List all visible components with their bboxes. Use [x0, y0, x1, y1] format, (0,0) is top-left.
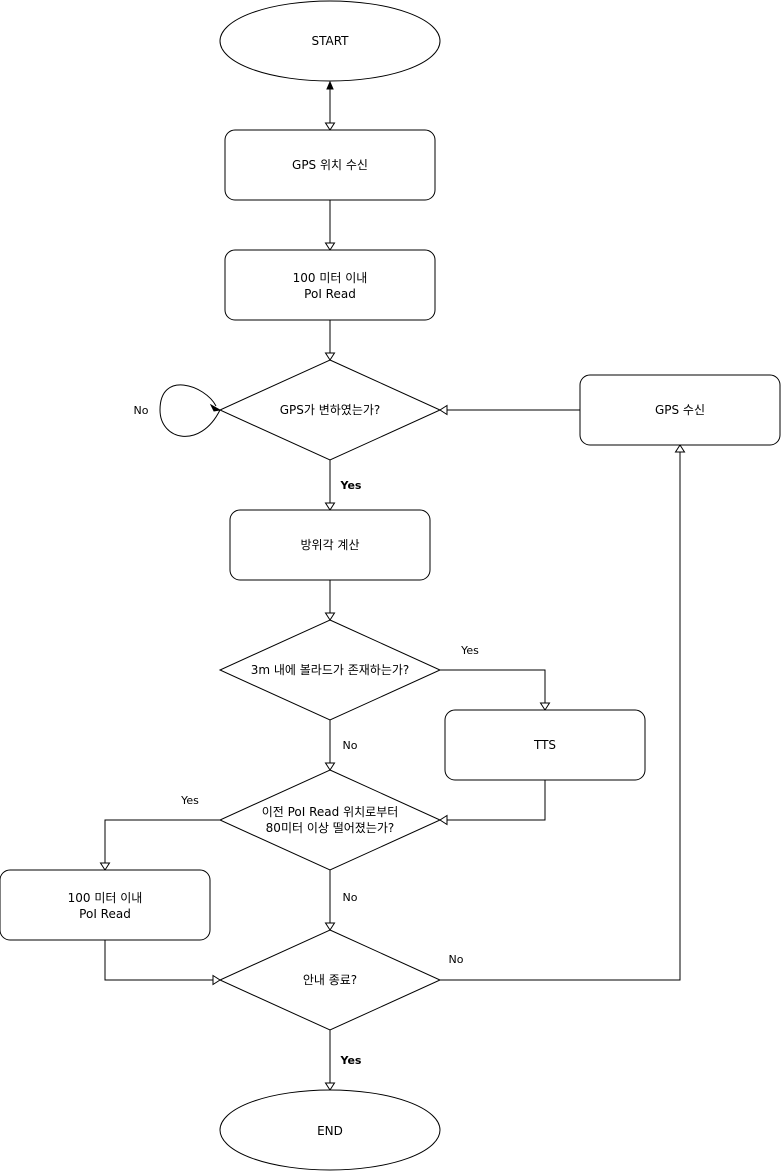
gps-changed-label: GPS가 변하였는가?	[280, 403, 381, 417]
arrowhead-left-distance	[439, 814, 448, 826]
tts-process	[444, 709, 646, 781]
start-terminal	[219, 0, 441, 82]
start-label: START	[311, 34, 349, 48]
gps-receive-label: GPS 수신	[655, 403, 705, 417]
arrowhead-down-bollard	[324, 612, 336, 621]
arrowhead-down-distance	[324, 762, 336, 771]
node-labels: START GPS 위치 수신 100 미터 이내 PoI Read GPS가 …	[68, 34, 705, 1138]
distance-label-line1: 이전 PoI Read 위치로부터	[262, 805, 399, 819]
arrowhead-up-start	[326, 80, 334, 90]
connector-bollard-tts	[440, 669, 546, 704]
arrowhead-down-tts	[539, 702, 551, 711]
arrowhead-down-poiread	[324, 242, 336, 251]
gps-changed-no-label: No	[134, 404, 149, 417]
arrowhead-down-gps	[324, 122, 336, 131]
gps-changed-yes-label: Yes	[340, 479, 362, 492]
connector-no-loop	[159, 384, 221, 437]
gps-position-process	[224, 129, 436, 201]
bollard-no-label: No	[343, 739, 358, 752]
gps-receive-process	[579, 374, 781, 446]
distance-label-line2: 80미터 이상 떨어졌는가?	[266, 821, 395, 835]
azimuth-process	[229, 509, 431, 581]
bollard-label: 3m 내에 볼라드가 존재하는가?	[251, 663, 410, 677]
arrowhead-down-gpschanged	[324, 352, 336, 361]
arrowheads	[99, 80, 686, 1091]
bollard-decision	[218, 619, 442, 721]
tts-label: TTS	[533, 738, 556, 752]
bollard-yes-label: Yes	[460, 644, 479, 657]
guide-end-no-label: No	[449, 953, 464, 966]
arrowhead-down-end	[324, 1082, 336, 1091]
poi-read-2-label-line1: 100 미터 이내	[68, 891, 143, 905]
connector-guideend-gpsreceive	[440, 452, 681, 981]
connector-distance-poiread2	[104, 819, 220, 864]
distance-yes-label: Yes	[180, 794, 199, 807]
poi-read-process-1	[224, 249, 436, 321]
connector-poiread2-guideend	[104, 940, 214, 981]
distance-no-label: No	[343, 891, 358, 904]
poi-read-1-label-line1: 100 미터 이내	[293, 271, 368, 285]
end-terminal	[219, 1089, 441, 1171]
gps-position-label: GPS 위치 수신	[292, 158, 368, 172]
end-label: END	[317, 1124, 343, 1138]
arrowhead-down-guideend	[324, 922, 336, 931]
poi-read-1-label-line2: PoI Read	[304, 287, 356, 301]
poi-read-process-2	[0, 869, 211, 941]
guide-end-decision	[218, 929, 442, 1031]
arrowhead-up-gpsreceive	[674, 444, 686, 453]
poi-read-2-label-line2: PoI Read	[79, 907, 131, 921]
edge-labels: No Yes Yes No Yes No No Yes	[134, 404, 480, 1067]
arrowhead-left-gpschanged	[439, 404, 448, 416]
distance-decision	[218, 769, 442, 871]
guide-end-label: 안내 종료?	[303, 973, 357, 987]
connectors	[104, 82, 681, 1084]
arrowhead-down-azimuth	[324, 502, 336, 511]
arrowhead-loop	[209, 403, 222, 412]
guide-end-yes-label: Yes	[340, 1054, 362, 1067]
arrowhead-right-guideend	[212, 974, 221, 986]
connector-tts-distance	[447, 780, 546, 821]
azimuth-label: 방위각 계산	[300, 538, 359, 552]
arrowhead-down-poiread2	[99, 862, 111, 871]
gps-changed-decision	[218, 359, 442, 461]
